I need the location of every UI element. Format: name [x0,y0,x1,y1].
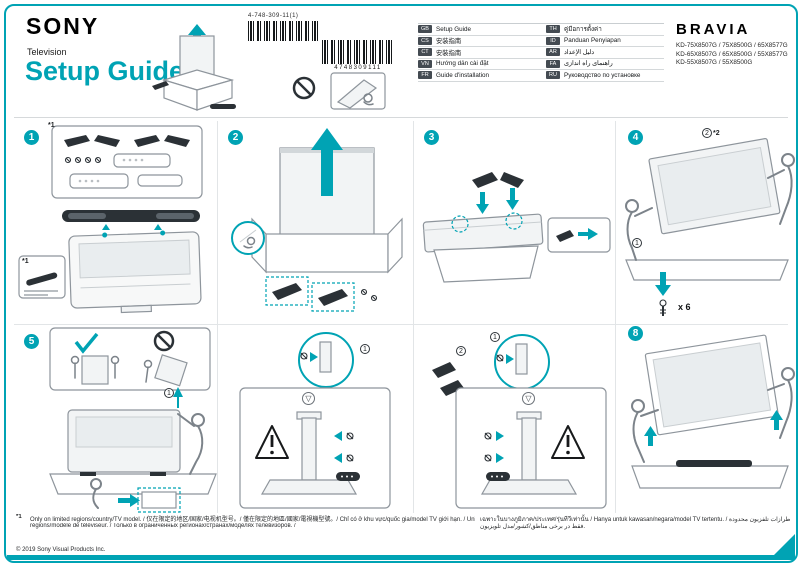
step2-illustration [231,128,403,312]
column-divider [615,121,616,513]
warning-icon [551,425,585,459]
doc-title: Setup Guide [25,56,185,86]
prohibition-icon [292,76,316,100]
language-label: Setup Guide [436,25,472,33]
language-code: TH [546,25,560,34]
step-3: 3 [414,122,614,326]
step-1: 1 *1 *1 [18,122,220,326]
language-label: راهنمای راه اندازی [564,60,613,68]
language-code: CT [418,48,432,57]
substep-marker: 2 *2 [702,128,720,138]
language-table: GB Setup Guide TH คู่มือการตั้งค่า CS 安装… [418,23,664,82]
circled-number: 1 [164,388,174,398]
step-number: 1 [24,130,39,145]
footnote-line: régions/modèle de téléviseur. / Только в… [30,523,296,529]
step3-illustration [422,172,611,283]
header-divider [14,117,788,118]
step-number: 4 [628,130,643,145]
orientation-badge: ▽ [522,392,535,405]
step5-illustration [49,327,217,513]
circled-number: 1 [632,238,642,248]
language-code: FR [418,71,432,80]
tv-back-icon [68,230,202,314]
language-label: Hướng dẫn cài đặt [436,60,489,68]
copyright: © 2019 Sony Visual Products Inc. [16,547,106,553]
language-label: دليل الإعداد [564,48,595,56]
language-code: AR [546,48,560,57]
cable-icon [137,174,183,187]
circled-number: 2 [702,128,712,138]
language-row: CS 安装指南 ID Panduan Penyiapan [418,36,664,47]
step-number: 8 [628,326,643,341]
footnote-ref: *1 [16,514,22,520]
column-divider [217,121,218,513]
model-line: KD-75X8507G / 75X8500G / 65X8577G [676,42,788,49]
prohibition-icon [153,330,175,352]
tv-icon [648,138,781,235]
bravia-logo: BRAVIA [676,21,751,38]
dos-donts-box [49,327,211,391]
circled-number: 1 [360,344,370,354]
barcode-digits: 4748309111 [334,65,382,71]
model-line: KD-65X8507G / 65X8500G / 55X8577G [676,50,788,58]
language-row: FR Guide d'installation RU Руководство п… [418,70,664,82]
language-label: Guide d'installation [436,71,490,79]
row-divider [14,324,788,325]
step-2: 2 [222,122,412,326]
step-6: 1 ▽ [238,330,396,514]
language-label: 安装指南 [436,38,462,46]
step6-illustration [239,332,391,509]
footnote-ref: *1 [22,258,29,265]
barcode-2 [322,40,394,64]
step-8: 8 [618,318,798,516]
footnote-ref: *2 [713,129,720,137]
orientation-badge: ▽ [302,392,315,405]
circled-number: 2 [456,346,466,356]
step7-illustration [432,334,607,509]
step-7: 2 1 ▽ [426,330,620,514]
warning-icon [255,425,289,459]
circled-number: 1 [490,332,500,342]
product-type: Television [27,47,67,57]
step8-illustration [631,334,795,489]
footnote-line: فقط در برخی مناطق/کشور/مدل تلویزیون. [480,524,586,530]
language-row: CT 安裝指南 AR دليل الإعداد [418,47,664,59]
language-label: 安裝指南 [436,49,462,57]
step-4: 4 2 *2 1 x 6 [616,122,800,326]
step-number: 2 [228,130,243,145]
footnote-line: Only on limited regions/country/TV model… [30,517,475,523]
model-line: KD-55X8507G / 55X8500G [676,59,753,67]
sony-logo: SONY [26,13,100,39]
language-row: VN Hướng dẫn cài đặt FA راهنمای راه اندا… [418,59,664,70]
tv-icon [644,334,779,436]
warning-illustration-box [330,72,386,110]
language-code: FA [546,59,560,68]
language-row: GB Setup Guide TH คู่มือการตั้งค่า [418,24,664,36]
page-corner-arrow [769,534,795,560]
step1-illustration [18,125,203,314]
barcode-1 [248,21,318,41]
bottom-bar [7,555,795,560]
check-icon [74,332,99,354]
footnote-ref: *1 [48,122,55,129]
column-divider [413,121,414,513]
step4-illustration [625,138,795,316]
language-code: VN [418,59,432,68]
language-label: คู่มือการตั้งค่า [564,26,602,34]
step-number: 5 [24,334,39,349]
screws-icon [64,156,102,164]
language-label: Panduan Penyiapan [564,37,621,45]
unboxing-illustration [152,24,236,111]
language-code: ID [546,36,560,45]
step-5: 5 1 [18,326,230,514]
model-list: KD-75X8507G / 75X8500G / 65X8577G KD-65X… [676,42,788,68]
doc-part-number: 4-748-309-11(1) [248,13,299,19]
language-code: RU [546,71,560,80]
footnote-line: เฉพาะในบางภูมิภาค/ประเทศ/รุ่นทีวีเท่านั้… [480,517,790,523]
screw-count: x 6 [678,302,691,312]
language-label: Руководство по установке [564,71,641,79]
language-code: CS [418,36,432,45]
step-number: 3 [424,130,439,145]
language-code: GB [418,25,432,34]
